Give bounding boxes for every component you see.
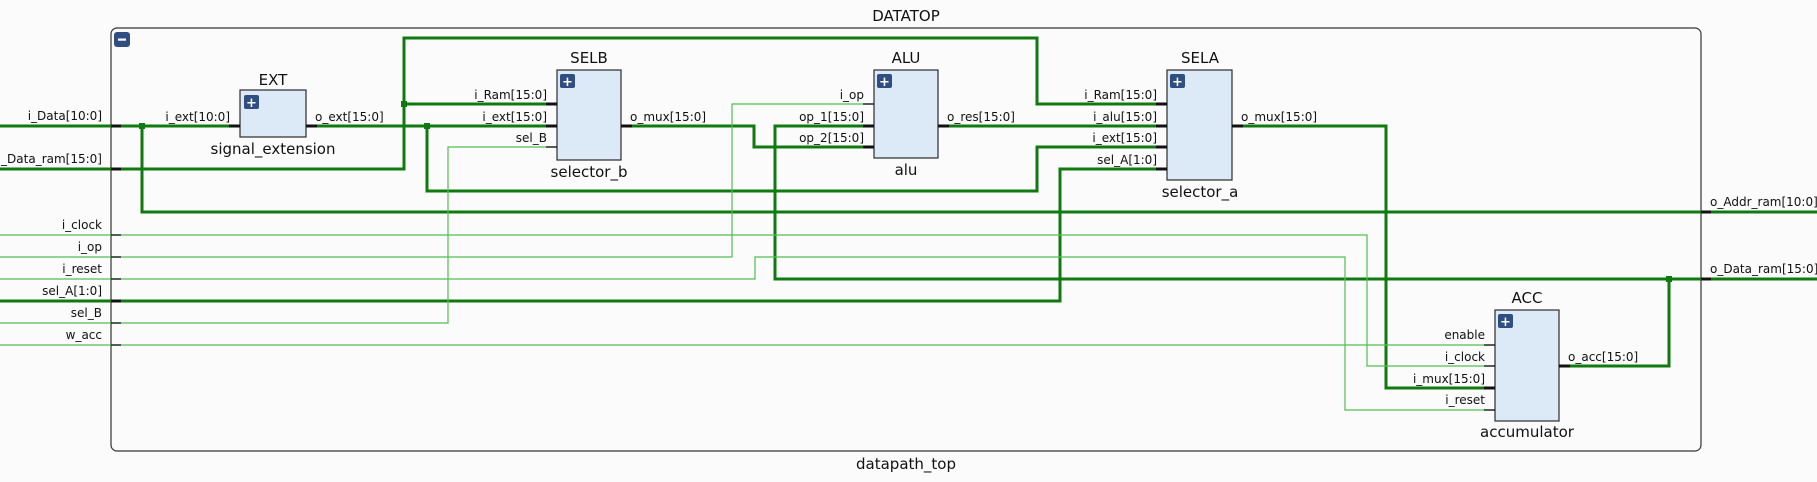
pin-label: i_ext[15:0] (1092, 131, 1157, 145)
pin-label: i_Ram[15:0] (474, 88, 547, 102)
pin-label: op_2[15:0] (799, 131, 864, 145)
pin-label: i_Ram[15:0] (1084, 88, 1157, 102)
net-sela-omux[interactable] (1233, 124, 1507, 390)
svg-text:+: + (879, 75, 890, 90)
pin-label: i_alu[15:0] (1093, 110, 1157, 124)
svg-text:+: + (246, 96, 257, 111)
port-o-addr-ram[interactable]: o_Addr_ram[10:0] (1710, 195, 1817, 209)
net-i-op[interactable] (0, 103, 882, 258)
cell-sela-instance: selector_a (1162, 183, 1239, 202)
plus-icon (1498, 314, 1513, 328)
pin-label: enable (1444, 328, 1485, 342)
cell-selb-instance: selector_b (551, 163, 628, 182)
pin-label: i_ext[15:0] (482, 110, 547, 124)
top-title: DATATOP (872, 7, 940, 25)
collapse-button[interactable] (114, 32, 130, 47)
cell-alu-title: ALU (892, 49, 921, 67)
top-instance-name: datapath_top (856, 455, 956, 474)
svg-text:+: + (1172, 75, 1183, 90)
cell-sela-title: SELA (1181, 49, 1220, 67)
cell-alu-instance: alu (895, 161, 918, 179)
cell-acc-title: ACC (1512, 289, 1543, 307)
net-junction (1666, 276, 1672, 282)
pin-label: o_mux[15:0] (1241, 110, 1317, 124)
net-o-ext-sela[interactable] (425, 126, 1175, 193)
port-o-data-ram[interactable]: o_Data_ram[15:0] (1710, 262, 1817, 276)
net-o-acc[interactable] (1550, 277, 1701, 368)
cell-alu[interactable]: ALU + i_op op_1[15:0] op_2[15:0] o_res[1… (799, 49, 1015, 179)
svg-text:+: + (1500, 315, 1511, 330)
port-i-data[interactable]: i_Data[10:0] (28, 109, 102, 123)
cell-acc-expand-button[interactable]: + (1498, 314, 1513, 330)
net-acc-feedback[interactable] (773, 124, 1669, 281)
port-i-clock[interactable]: i_clock (62, 218, 102, 232)
cell-acc-instance: accumulator (1480, 423, 1575, 441)
cell-selb[interactable]: SELB + i_Ram[15:0] i_ext[15:0] sel_B o_m… (474, 49, 706, 182)
cell-ext-expand-button[interactable]: + (244, 95, 259, 111)
port-sel-b[interactable]: sel_B (71, 306, 102, 320)
cell-ext[interactable]: EXT + i_ext[10:0] o_ext[15:0] signal_ext… (165, 71, 383, 159)
pin-label: i_clock (1445, 350, 1485, 364)
net-junction (424, 123, 430, 129)
port-i-reset[interactable]: i_reset (62, 262, 102, 276)
cell-ext-title: EXT (259, 71, 288, 89)
net-i-reset[interactable] (0, 256, 1507, 411)
plus-icon (244, 95, 259, 109)
pin-label: i_reset (1445, 393, 1485, 407)
port-sel-a[interactable]: sel_A[1:0] (42, 284, 102, 298)
pin-label: o_mux[15:0] (630, 110, 706, 124)
pin-label: o_acc[15:0] (1568, 350, 1638, 364)
cell-acc-box[interactable] (1494, 309, 1560, 422)
port-i-data-ram[interactable]: i_Data_ram[15:0] (0, 152, 102, 166)
cell-ext-instance: signal_extension (211, 140, 336, 159)
cell-sela[interactable]: SELA + i_Ram[15:0] i_alu[15:0] i_ext[15:… (1084, 49, 1317, 202)
net-junction (401, 101, 407, 107)
port-i-op[interactable]: i_op (78, 240, 102, 254)
pin-label: o_ext[15:0] (315, 110, 384, 124)
plus-icon (560, 74, 575, 88)
pin-label: sel_A[1:0] (1097, 153, 1157, 167)
pin-label: i_op (840, 88, 864, 102)
cell-selb-expand-button[interactable]: + (560, 74, 575, 90)
pin-label: sel_B (516, 131, 547, 145)
net-o-addr-ram[interactable] (140, 126, 1701, 214)
pin-label: i_mux[15:0] (1413, 372, 1485, 386)
plus-icon (877, 74, 892, 88)
top-module-frame[interactable] (110, 27, 1702, 452)
net-selb-omux[interactable] (623, 124, 882, 149)
cell-selb-title: SELB (570, 49, 608, 67)
top-input-ports: i_Data[10:0] i_Data_ram[15:0] i_clock i_… (0, 109, 121, 346)
pin-label: i_ext[10:0] (165, 110, 230, 124)
port-w-acc[interactable]: w_acc (66, 328, 102, 342)
net-junction (139, 123, 145, 129)
net-i-clock[interactable] (0, 234, 1507, 367)
cell-alu-expand-button[interactable]: + (877, 74, 892, 90)
top-output-ports: o_Addr_ram[10:0] o_Data_ram[15:0] (1701, 195, 1817, 281)
cell-acc[interactable]: ACC + enable i_clock i_mux[15:0] i_reset… (1413, 289, 1638, 441)
pin-label: o_res[15:0] (947, 110, 1015, 124)
svg-text:+: + (562, 75, 573, 90)
cell-sela-expand-button[interactable]: + (1170, 74, 1185, 90)
pin-label: op_1[15:0] (799, 110, 864, 124)
plus-icon (1170, 74, 1185, 88)
net-sel-b[interactable] (0, 146, 565, 324)
net-i-data-ram[interactable] (0, 36, 1175, 171)
